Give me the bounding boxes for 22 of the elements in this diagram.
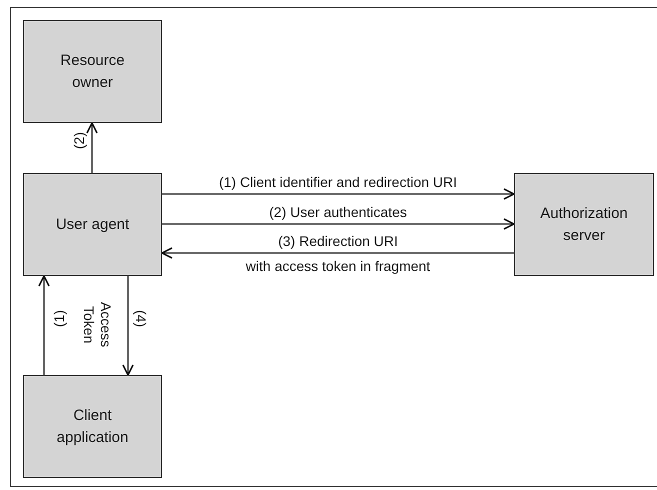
note-text: with access token in fragment	[244, 258, 432, 275]
node-label: User agent	[56, 214, 130, 234]
edge-label: (1) Client identifier and redirection URI	[218, 174, 458, 191]
node-label: Client application	[56, 406, 130, 448]
arrow	[161, 247, 514, 259]
edge-label: (1)	[51, 310, 68, 328]
arrow	[38, 275, 50, 375]
arrow	[122, 276, 134, 376]
arrow	[162, 218, 515, 230]
node-label: Authorization server	[539, 204, 629, 246]
process-box	[23, 173, 162, 276]
edge-label: (2) User authenticates	[268, 204, 408, 221]
process-box	[23, 375, 162, 478]
arrow	[86, 122, 98, 173]
edge-label: (3) Redirection URI	[277, 233, 399, 250]
process-box	[514, 173, 654, 276]
arrow	[162, 188, 515, 200]
process-box	[23, 20, 162, 123]
edge-label: (4)	[132, 310, 149, 328]
note-text: Access Token	[80, 301, 114, 350]
node-label: Resource owner	[59, 50, 126, 92]
edge-label: (2)	[71, 132, 88, 150]
